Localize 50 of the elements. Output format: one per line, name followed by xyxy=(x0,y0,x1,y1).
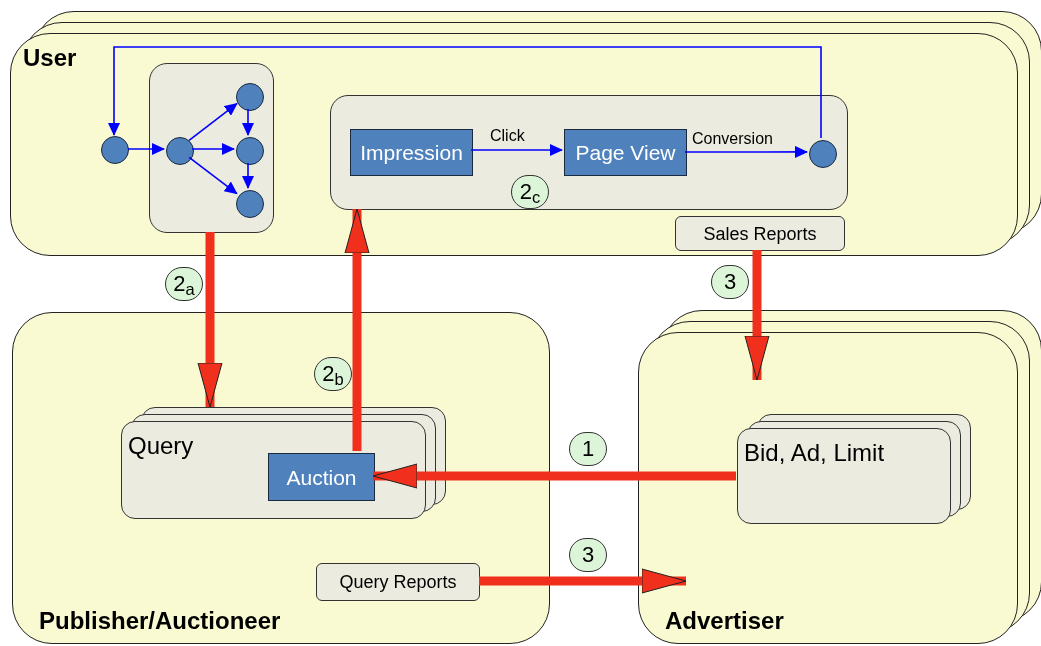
step-number: 2$_{c}$ xyxy=(519,181,541,203)
data-card xyxy=(737,428,951,524)
step-number: 3 xyxy=(581,544,595,566)
arrow xyxy=(242,162,254,189)
actor-panel xyxy=(12,312,550,644)
process-box xyxy=(564,129,687,176)
box-label: Query Reports xyxy=(339,573,457,591)
arrow xyxy=(242,108,254,136)
card-title: Query xyxy=(128,434,194,458)
step-badge xyxy=(165,267,203,301)
step-badge xyxy=(569,538,607,572)
arrow xyxy=(470,144,563,156)
group-box xyxy=(149,63,274,233)
edge-label: Conversion xyxy=(690,131,775,147)
group-box xyxy=(330,95,848,210)
step-number: 2$_{b}$ xyxy=(322,363,344,385)
step-badge xyxy=(314,357,352,391)
flow-arrow xyxy=(744,250,770,381)
panel-title: User xyxy=(23,46,77,70)
step-number: 1 xyxy=(581,438,595,460)
step-badge xyxy=(569,432,607,466)
flow-arrow xyxy=(197,232,223,408)
arrow xyxy=(127,143,165,155)
arrow xyxy=(191,143,235,155)
box-label: Sales Reports xyxy=(703,224,817,243)
edge-label: Click xyxy=(488,128,527,144)
flow-arrow xyxy=(479,568,687,594)
box-label: Impression xyxy=(360,142,463,163)
box-label: Auction xyxy=(286,466,357,488)
report-box xyxy=(675,216,845,251)
arrow xyxy=(188,156,238,195)
flow-arrow xyxy=(344,208,370,451)
arrow xyxy=(684,145,808,158)
actor-panel xyxy=(10,33,1018,256)
step-badge xyxy=(511,175,549,209)
data-card xyxy=(121,421,426,519)
step-number: 3 xyxy=(723,271,737,293)
step-number: 2$_{a}$ xyxy=(173,273,195,295)
arrow xyxy=(188,102,238,142)
flow-arrow xyxy=(372,463,736,489)
arrow xyxy=(108,46,822,139)
report-box xyxy=(316,563,480,601)
panel-title: Publisher/Auctioneer xyxy=(39,609,281,633)
process-box xyxy=(350,129,473,176)
step-badge xyxy=(711,265,749,299)
box-label: Page View xyxy=(575,142,676,163)
card-title: Bid, Ad, Limit xyxy=(744,441,885,465)
actor-panel xyxy=(638,332,1018,644)
process-box xyxy=(268,453,375,501)
panel-title: Advertiser xyxy=(665,609,784,633)
